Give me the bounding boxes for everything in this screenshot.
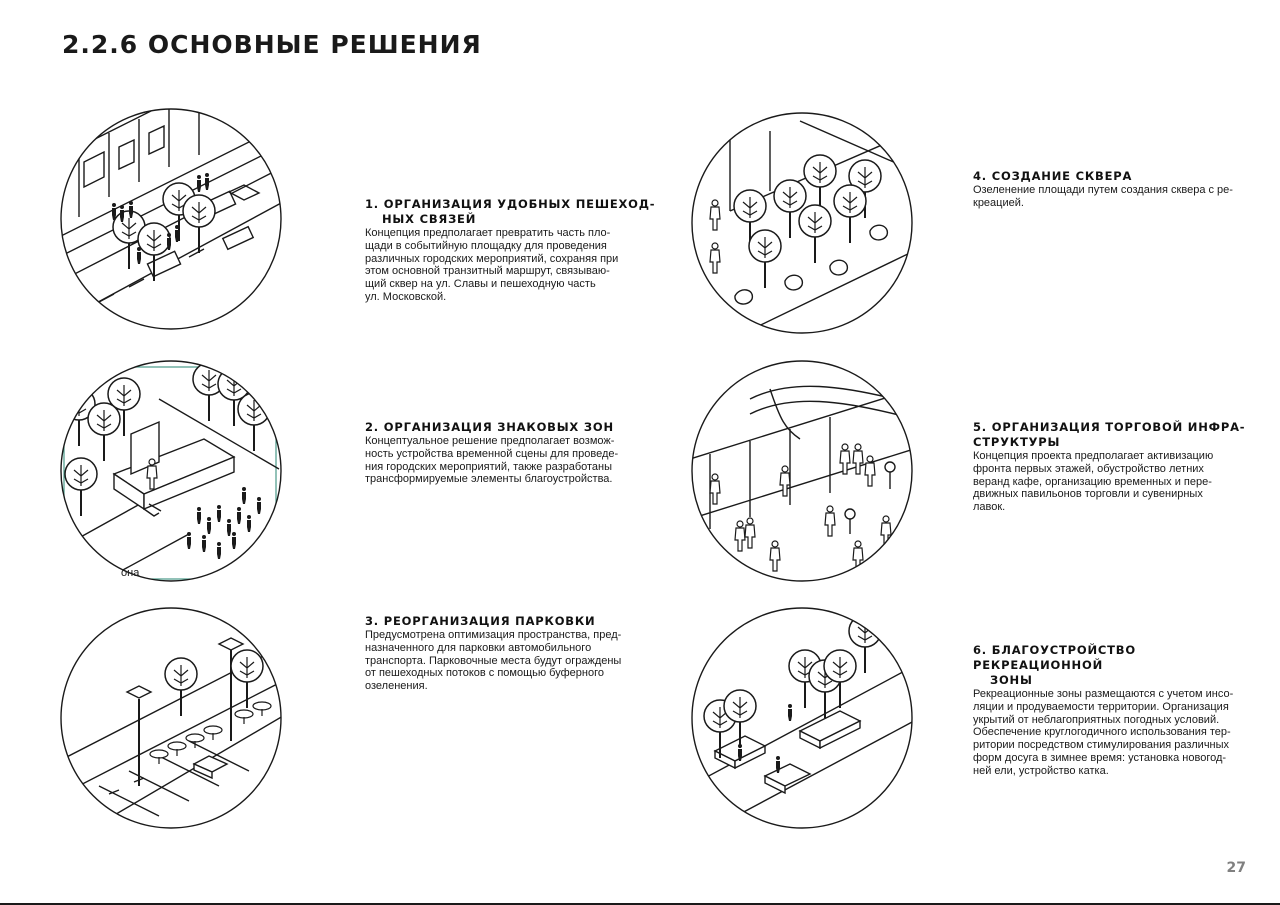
section-parking: 3. РЕОРГАНИЗАЦИЯ ПАРКОВКИ Предусмотрена …: [365, 614, 665, 693]
page-number: 27: [1226, 860, 1246, 876]
illustration-recreation: [690, 606, 914, 830]
section-pedestrian-links: 1. ОРГАНИЗАЦИЯ УДОБНЫХ ПЕШЕХОД-НЫХ СВЯЗЕ…: [365, 197, 665, 304]
sign-fragment-text: она: [121, 567, 140, 579]
illustration-square: [690, 111, 914, 335]
illustration-parking: [59, 606, 283, 830]
section-heading: 3. РЕОРГАНИЗАЦИЯ ПАРКОВКИ: [365, 614, 596, 628]
illustration-pedestrian-links: [59, 107, 283, 331]
illustration-retail: [690, 359, 914, 583]
section-text: Концепция проекта предполагает активизац…: [973, 450, 1214, 514]
section-text: Озеленение площади путем создания сквера…: [973, 184, 1233, 209]
section-heading: 4. СОЗДАНИЕ СКВЕРА: [973, 169, 1133, 183]
section-heading: 5. ОРГАНИЗАЦИЯ ТОРГОВОЙ ИНФРА-СТРУКТУРЫ: [973, 420, 1246, 449]
section-heading: 2. ОРГАНИЗАЦИЯ ЗНАКОВЫХ ЗОН: [365, 420, 614, 434]
section-text: Предусмотрена оптимизация пространства, …: [365, 629, 622, 693]
section-text: Концептуальное решение предполагает возм…: [365, 435, 619, 486]
section-text: Рекреационные зоны размещаются с учетом …: [973, 688, 1234, 777]
section-retail: 5. ОРГАНИЗАЦИЯ ТОРГОВОЙ ИНФРА-СТРУКТУРЫ …: [973, 420, 1253, 514]
page-title: 2.2.6 ОСНОВНЫЕ РЕШЕНИЯ: [62, 30, 482, 59]
section-text: Концепция предполагает превратить часть …: [365, 227, 619, 303]
bottom-rule: [0, 903, 1280, 905]
section-square: 4. СОЗДАНИЕ СКВЕРА Озеленение площади пу…: [973, 169, 1253, 210]
section-heading: 1. ОРГАНИЗАЦИЯ УДОБНЫХ ПЕШЕХОД-НЫХ СВЯЗЕ…: [365, 197, 656, 226]
section-landmark-zones: 2. ОРГАНИЗАЦИЯ ЗНАКОВЫХ ЗОН Концептуальн…: [365, 420, 665, 486]
illustration-landmark-zones: она: [59, 359, 283, 583]
